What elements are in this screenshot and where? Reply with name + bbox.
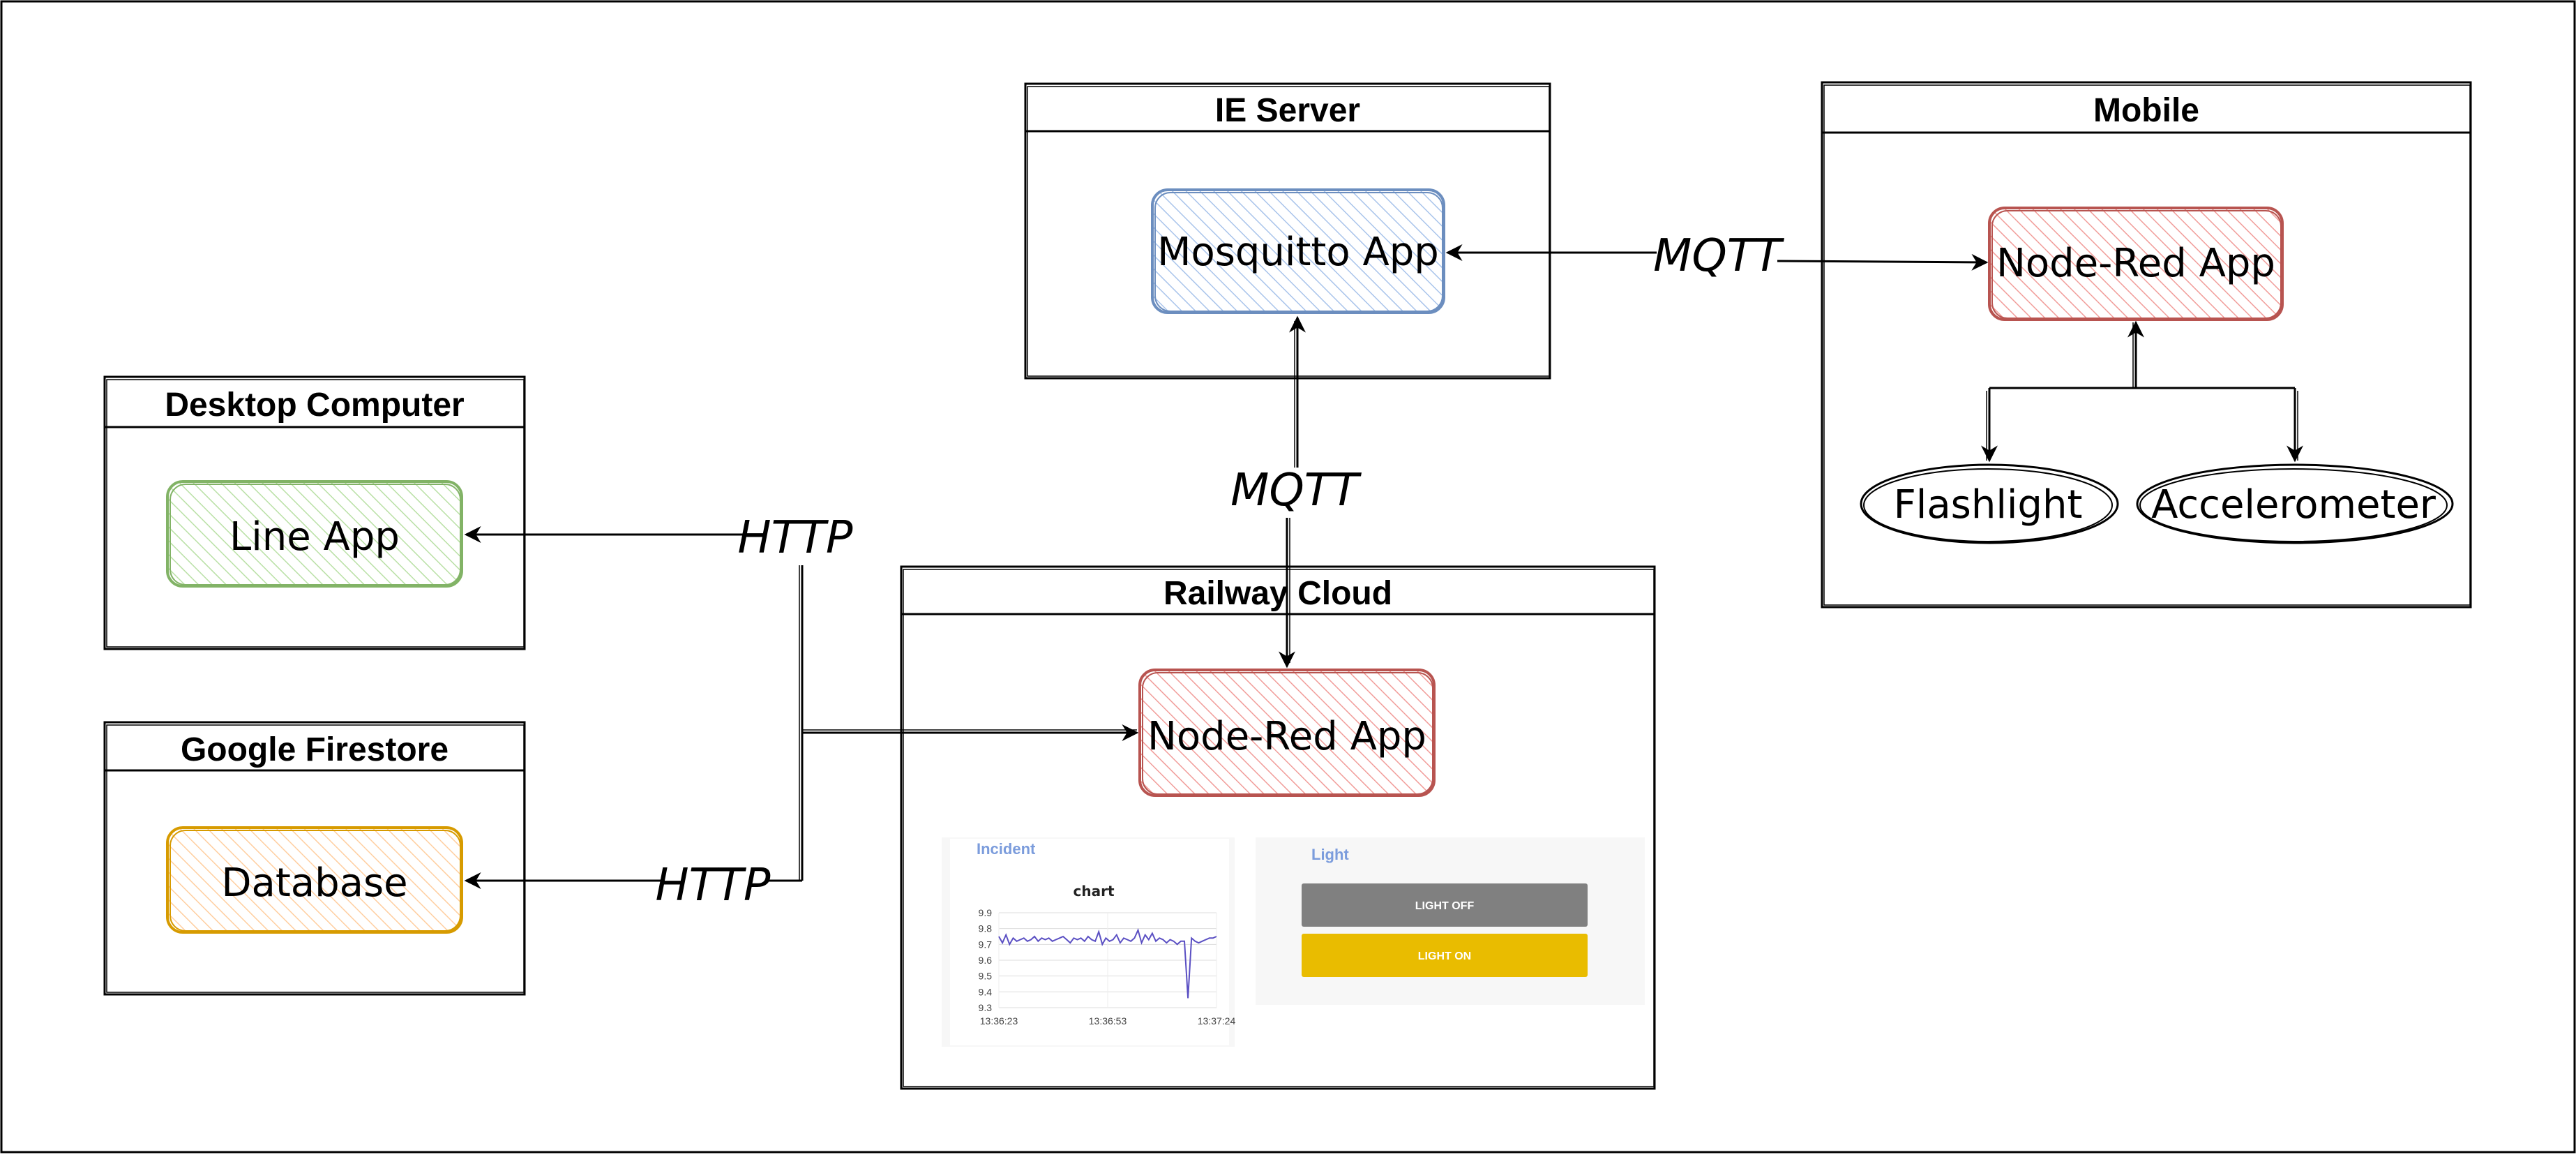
light-on-button[interactable]: LIGHT ON: [1302, 934, 1588, 977]
railway-cloud-title: Railway Cloud: [1163, 575, 1392, 612]
flashlight-label: Flashlight: [1894, 482, 2083, 528]
node-red-app-cloud-node[interactable]: Node-Red App: [1138, 669, 1436, 797]
chart-y-tick-label: 9.3: [979, 1002, 993, 1013]
http-line-label: HTTP: [738, 512, 853, 564]
sensor-edges[interactable]: [1981, 320, 2303, 463]
incident-title: Incident: [977, 840, 1036, 858]
chart-y-tick-label: 9.7: [979, 939, 993, 950]
chart-y-tick-label: 9.9: [979, 907, 993, 918]
line-app-node[interactable]: Line App: [166, 480, 463, 588]
mqtt-mobile-label: MQTT: [1653, 230, 1785, 282]
chart-y-tick-label: 9.6: [979, 955, 993, 966]
http-db-label: HTTP: [656, 860, 771, 911]
mqtt-cloud-edge[interactable]: MQTT: [1230, 315, 1362, 669]
node-red-app-mobile-label: Node-Red App: [1996, 241, 2275, 286]
chart-y-ticks: 9.9 9.8 9.7 9.6 9.5 9.4 9.3: [979, 907, 993, 1013]
light-off-button[interactable]: LIGHT OFF: [1302, 883, 1588, 927]
chart-title: chart: [1073, 883, 1114, 900]
mqtt-mobile-edge[interactable]: MQTT: [1445, 230, 1989, 282]
desktop-computer-title: Desktop Computer: [165, 387, 464, 424]
chart-y-tick-label: 9.8: [979, 923, 993, 934]
light-on-label: LIGHT ON: [1418, 950, 1471, 962]
chart-x-tick-label: 13:37:24: [1198, 1015, 1236, 1027]
light-off-label: LIGHT OFF: [1415, 900, 1475, 912]
line-app-label: Line App: [229, 514, 400, 560]
chart-y-tick-label: 9.5: [979, 971, 993, 982]
http-edges[interactable]: HTTP HTTP: [464, 512, 1139, 911]
chart-series: [998, 927, 1217, 999]
node-red-app-mobile-node[interactable]: Node-Red App: [1988, 207, 2284, 321]
chart-y-tick-label: 9.4: [979, 986, 993, 997]
node-red-app-cloud-label: Node-Red App: [1147, 714, 1426, 759]
light-title: Light: [1311, 846, 1349, 863]
ie-server-title: IE Server: [1215, 92, 1360, 129]
database-label: Database: [221, 860, 407, 906]
accelerometer-label: Accelerometer: [2151, 482, 2436, 528]
mosquitto-app-label: Mosquitto App: [1157, 230, 1439, 275]
mobile-title: Mobile: [2093, 92, 2199, 129]
mosquitto-app-node[interactable]: Mosquitto App: [1151, 188, 1445, 314]
chart-x-ticks: 13:36:23 13:36:53 13:37:24: [980, 1015, 1236, 1027]
chart-grid: [998, 912, 1217, 1008]
light-card: Light LIGHT OFF LIGHT ON: [1256, 837, 1645, 1005]
mqtt-cloud-label: MQTT: [1230, 465, 1362, 516]
accelerometer-node[interactable]: Accelerometer: [2136, 463, 2454, 544]
database-node[interactable]: Database: [166, 826, 463, 934]
google-firestore-title: Google Firestore: [181, 731, 449, 768]
flashlight-node[interactable]: Flashlight: [1860, 463, 2119, 544]
chart-x-tick-label: 13:36:53: [1089, 1015, 1127, 1027]
incident-card: Incident chart 9.9 9.8 9.7 9.6 9.5 9.4 9.3 13:…: [942, 837, 1235, 1047]
chart-series-line: [998, 927, 1217, 999]
chart-x-tick-label: 13:36:23: [980, 1015, 1018, 1027]
